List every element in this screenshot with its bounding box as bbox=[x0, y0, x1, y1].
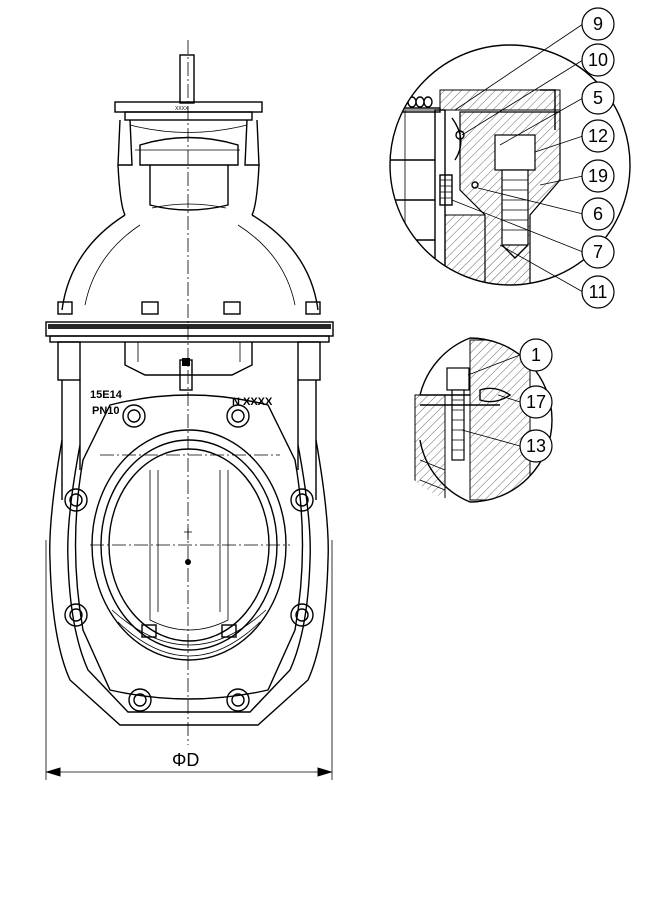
callout-list-top: 9 10 5 12 19 6 7 11 bbox=[581, 7, 615, 309]
valve-front-view: XXXX bbox=[45, 40, 334, 780]
svg-text:9: 9 bbox=[593, 14, 603, 34]
flange-bolt-holes bbox=[64, 404, 314, 712]
callout-6: 6 bbox=[581, 197, 615, 231]
callout-5: 5 bbox=[581, 81, 615, 115]
callout-12: 12 bbox=[581, 119, 615, 153]
body-marking-right: N XXXX bbox=[232, 396, 273, 408]
svg-text:11: 11 bbox=[589, 282, 608, 302]
callout-9: 9 bbox=[581, 7, 615, 41]
svg-text:1: 1 bbox=[531, 345, 541, 365]
callout-11: 11 bbox=[581, 275, 615, 309]
callout-13: 13 bbox=[519, 429, 553, 463]
body-marking-pressure: PN10 bbox=[92, 405, 120, 417]
body-marking-size: 15E14 bbox=[90, 389, 123, 401]
callout-19: 19 bbox=[581, 159, 615, 193]
svg-text:5: 5 bbox=[593, 88, 603, 108]
callout-10: 10 bbox=[581, 43, 615, 77]
callout-17: 17 bbox=[519, 385, 553, 419]
diameter-dimension-label: ΦD bbox=[172, 750, 199, 770]
detail-top-leaders bbox=[451, 23, 584, 293]
top-plate-text: XXXX bbox=[175, 106, 189, 112]
svg-text:19: 19 bbox=[588, 166, 608, 186]
detail-bottom-leaders bbox=[461, 354, 521, 447]
detail-bottom-section bbox=[410, 337, 553, 503]
svg-text:17: 17 bbox=[526, 392, 546, 412]
callout-1: 1 bbox=[519, 338, 553, 372]
svg-text:6: 6 bbox=[593, 204, 603, 224]
svg-text:13: 13 bbox=[526, 436, 546, 456]
svg-text:10: 10 bbox=[588, 50, 608, 70]
svg-text:7: 7 bbox=[593, 242, 603, 262]
svg-text:12: 12 bbox=[588, 126, 608, 146]
callout-list-bottom: 1 17 13 bbox=[519, 338, 553, 463]
callout-7: 7 bbox=[581, 235, 615, 269]
